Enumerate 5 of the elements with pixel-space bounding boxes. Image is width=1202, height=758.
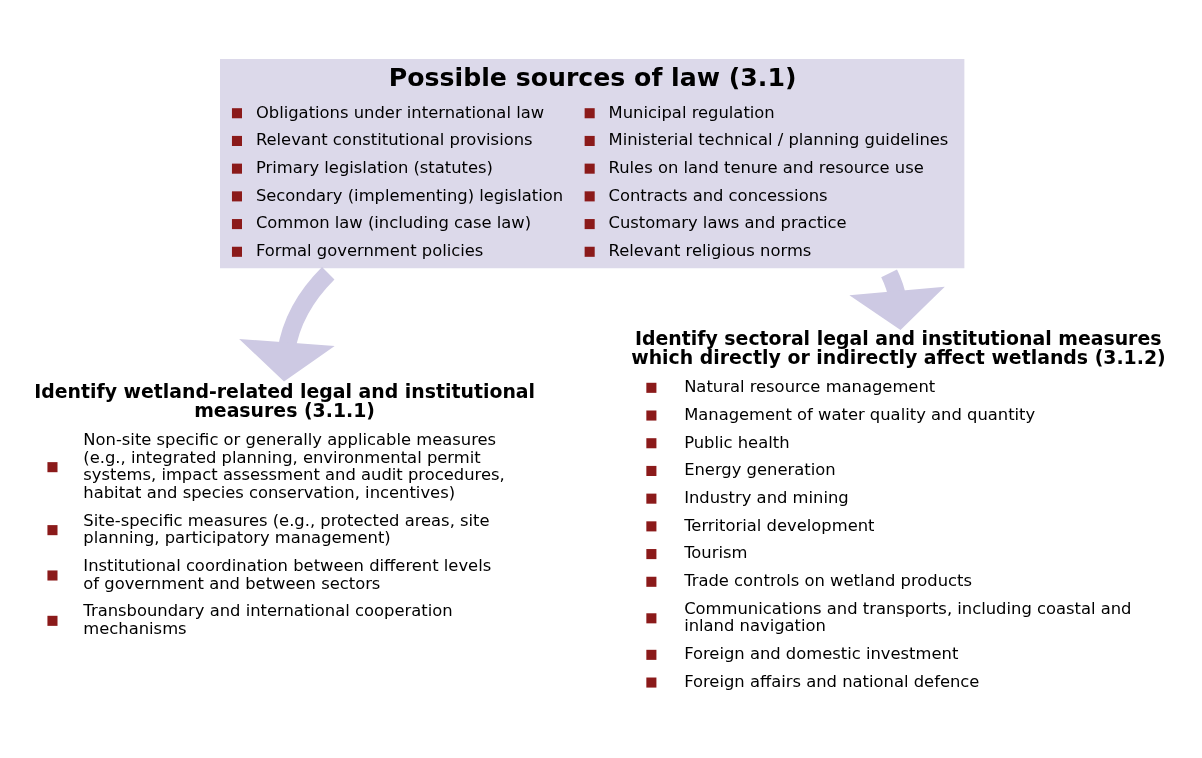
- node-text: Identify wetland-related legal and institutional measures (3.1.1) Non-site specific or generally applicable measures (e.g., integrated planning, environmental permit systems, impact assessment and audit procedures, habitat and species conservation, incentives) Site-specific measures (e.g., protected areas, site planning, participatory management) Institutional coordination between different levels of government and between sectors Transboundary and international cooperation mechanisms: [34, 379, 536, 638]
- node-box: Possible sources of law (3.1) Obligations under international law Municipal regulation Relevant constitutional provisions Ministerial technical / planning guidelines Primary legislation (statutes) Rules on land tenure and resource use Secondary (implementing) legislation Contracts and concessions Common law (including case law) Customary laws and practice Formal government policies Relevant religious norms: [220, 59, 965, 269]
- arrow: [849, 269, 945, 330]
- arrow: [239, 267, 335, 382]
- node-text: Identify sectoral legal and institutional measures which directly or indirectly affect wetlands (3.1.2) Natural resource management Management of water quality and quantity Public health Energy generation Industry and mining Territorial development Tourism Trade controls on wetland products Communications and transports, including coastal and inland navigation Foreign and domestic investment Foreign affairs and national defence: [631, 326, 1166, 691]
